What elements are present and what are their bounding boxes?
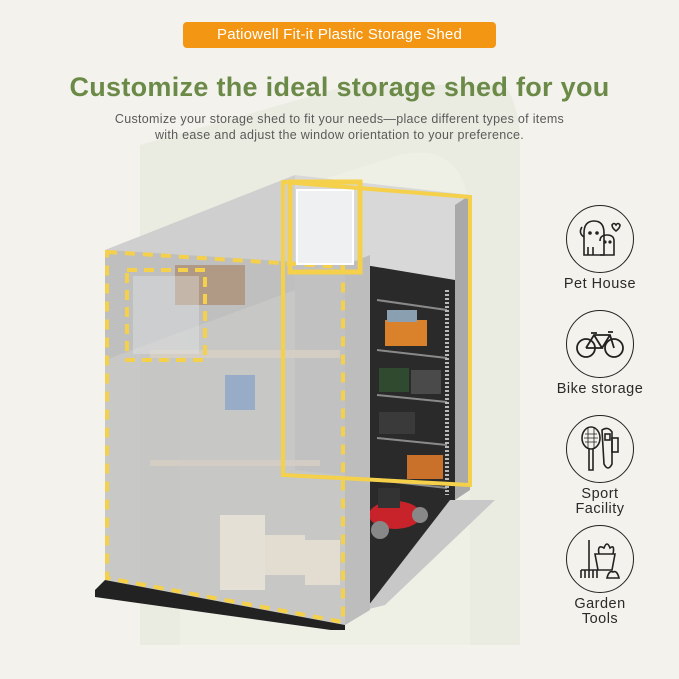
- product-name-badge: Patiowell Fit-it Plastic Storage Shed: [183, 22, 496, 48]
- page-title: Customize the ideal storage shed for you: [69, 72, 610, 102]
- feature-label: Garden Tools: [574, 596, 626, 627]
- page-subtitle: Customize your storage shed to fit your …: [0, 111, 679, 143]
- feature-bike-storage: Bike storage: [540, 310, 660, 397]
- feature-label: Pet House: [563, 276, 637, 292]
- garden-tools-icon: [566, 525, 634, 593]
- subtitle-line-1: Customize your storage shed to fit your …: [114, 112, 565, 126]
- shed-illustration: [95, 175, 495, 630]
- feature-label: Sport Facility: [575, 486, 625, 517]
- bike-icon: [566, 310, 634, 378]
- subtitle-line-2: with ease and adjust the window orientat…: [154, 128, 525, 142]
- sport-facility-icon: [566, 415, 634, 483]
- feature-sport-facility: Sport Facility: [540, 415, 660, 517]
- feature-pet-house: Pet House: [540, 205, 660, 292]
- feature-garden-tools: Garden Tools: [540, 525, 660, 627]
- pet-house-icon: [566, 205, 634, 273]
- feature-label: Bike storage: [556, 381, 644, 397]
